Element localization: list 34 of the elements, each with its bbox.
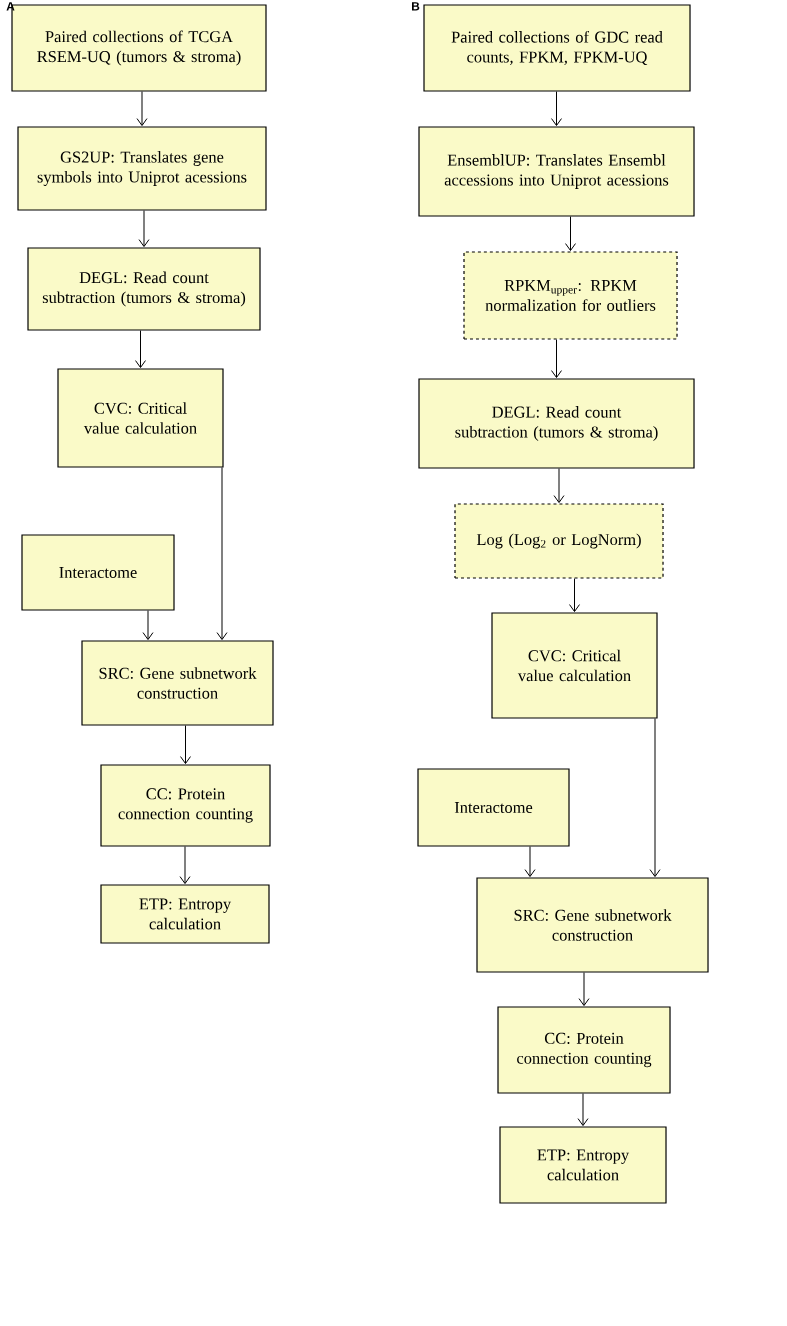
arrow: [569, 578, 580, 613]
arrow: [142, 610, 154, 641]
process-box: EnsemblUP: Translates Ensembl accessions into Uniprot acessions: [418, 126, 695, 217]
process-box: ETP: Entropy calculation: [100, 884, 270, 944]
arrow: [565, 216, 576, 252]
arrow: [179, 846, 191, 885]
panel-letter: B: [412, 2, 420, 11]
process-box: DEGL: Read count subtraction (tumors & stroma): [418, 378, 695, 469]
process-box: CC: Protein connection counting: [100, 764, 271, 847]
arrow: [553, 468, 565, 504]
process-box: ETP: Entropy calculation: [499, 1126, 667, 1204]
process-box: Interactome: [21, 534, 175, 611]
process-box: RPKM$_{upper}$: RPKM normalization for outliers: [463, 251, 678, 340]
arrow: [578, 972, 590, 1007]
process-box: DEGL: Read count subtraction (tumors & stroma): [27, 247, 261, 331]
arrow: [649, 718, 661, 878]
process-box: CC: Protein connection counting: [497, 1006, 671, 1094]
arrow: [135, 330, 146, 369]
arrow: [136, 91, 148, 127]
arrow: [524, 846, 536, 878]
arrow: [216, 467, 228, 641]
process-box: GS2UP: Translates gene symbols into Uniprot acessions: [17, 126, 267, 211]
arrow: [551, 339, 562, 379]
process-box: Paired collections of GDC read counts, FPKM, FPKM-UQ: [423, 4, 691, 92]
arrow: [551, 91, 562, 127]
process-box: Log (Log$_{2}$ or LogNorm): [454, 503, 664, 579]
process-box: SRC: Gene subnetwork construction: [476, 877, 709, 973]
arrow: [577, 1093, 589, 1127]
process-box: CVC: Critical value calculation: [491, 612, 658, 719]
process-box: SRC: Gene subnetwork construction: [81, 640, 274, 726]
process-box: Interactome: [417, 768, 570, 847]
arrow: [138, 210, 150, 248]
process-box: CVC: Critical value calculation: [57, 368, 224, 468]
arrow: [180, 725, 191, 765]
